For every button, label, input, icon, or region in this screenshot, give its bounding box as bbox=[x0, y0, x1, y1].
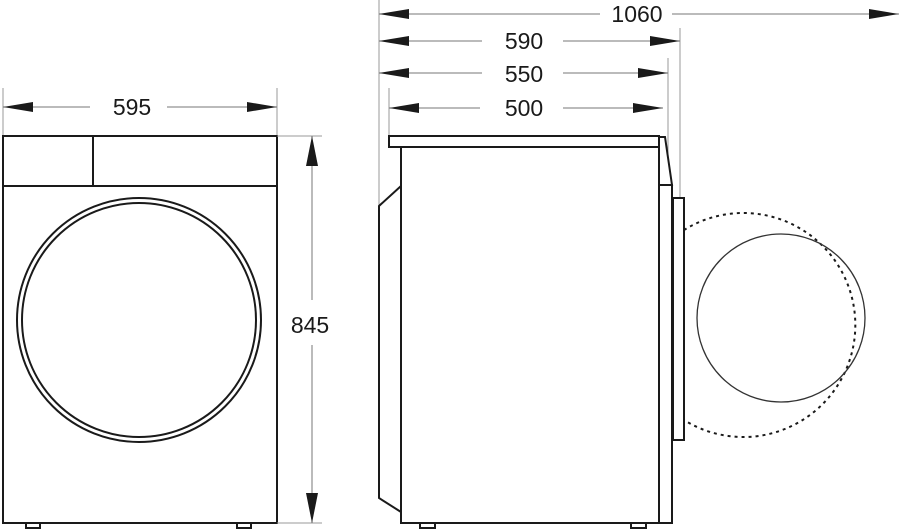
foot bbox=[630, 522, 647, 529]
control-panel-slope bbox=[658, 136, 674, 186]
label-height: 845 bbox=[291, 312, 329, 338]
door-inner-ring bbox=[21, 202, 257, 438]
label-depth-body-front: 550 bbox=[505, 61, 543, 87]
foot bbox=[25, 522, 41, 529]
rear-cover bbox=[378, 183, 402, 514]
front-panel bbox=[658, 184, 673, 524]
label-width: 595 bbox=[113, 94, 151, 120]
side-view: 1060 590 550 500 bbox=[378, 0, 899, 529]
top-plate bbox=[388, 135, 660, 148]
side-body bbox=[400, 146, 660, 524]
front-view: 595 845 bbox=[2, 88, 329, 529]
door-side bbox=[672, 197, 685, 441]
label-depth-body: 500 bbox=[505, 95, 543, 121]
foot bbox=[236, 522, 252, 529]
door-glass-circle bbox=[696, 233, 866, 403]
door-open-swing-circle bbox=[683, 212, 857, 438]
foot bbox=[419, 522, 436, 529]
label-depth-door-open: 1060 bbox=[611, 1, 662, 27]
label-depth-with-door: 590 bbox=[505, 28, 543, 54]
